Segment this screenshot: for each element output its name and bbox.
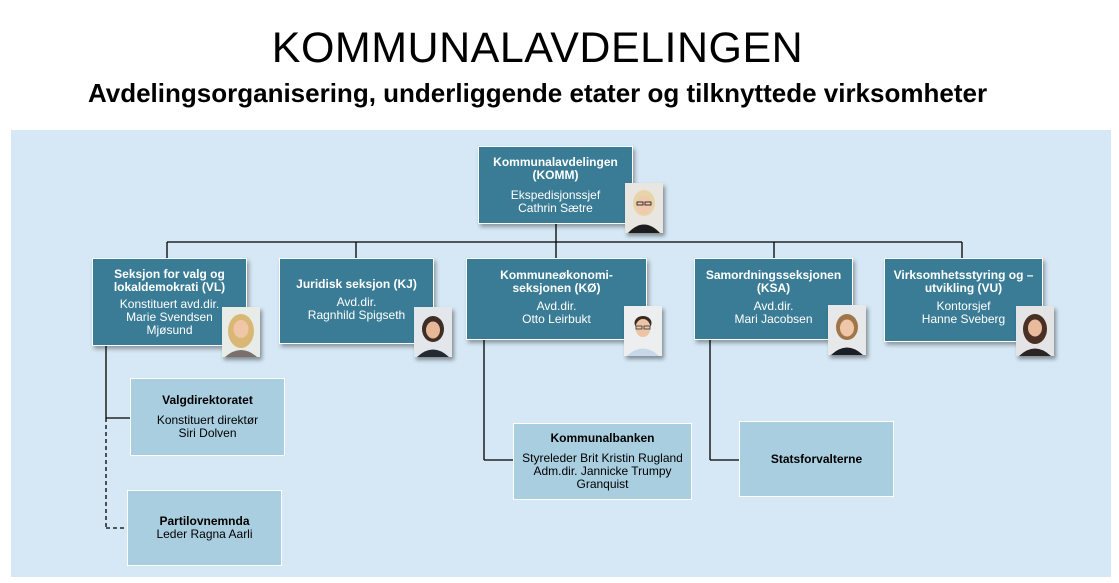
org-box-valg-line1: Konstituert direktør (156, 413, 259, 427)
portrait-photo-vl (222, 307, 260, 357)
org-box-vu: Virksomhetsstyring og – utvikling (VU) K… (884, 258, 1043, 342)
org-box-parti-name: Partilovnemnda (159, 514, 250, 528)
org-box-komm: Kommunalavdelingen (KOMM) Ekspedisjonssj… (478, 146, 633, 224)
org-box-vu-person: Hanne Sveberg (921, 312, 1006, 326)
org-box-vl-person1: Marie Svendsen (126, 309, 213, 324)
org-box-kj: Juridisk seksjon (KJ) Avd.dir. Ragnhild … (279, 258, 434, 344)
org-box-vl-name1: Seksjon for valg og (114, 266, 225, 281)
portrait-photo-komm (625, 183, 663, 233)
org-box-vl: Seksjon for valg og lokaldemokrati (VL) … (92, 258, 247, 346)
org-box-vu-name2: utvikling (VU) (924, 281, 1003, 295)
org-box-ko-person: Otto Leirbukt (522, 312, 591, 326)
org-box-ksa: Samordningsseksjonen (KSA) Avd.dir. Mari… (694, 258, 853, 340)
org-box-komm-person: Cathrin Sætre (518, 200, 593, 215)
org-box-valg-name: Valgdirektoratet (162, 393, 253, 407)
org-box-ksa-name1: Samordningsseksjonen (705, 268, 842, 282)
org-box-bank-line3: Granquist (576, 477, 629, 491)
org-box-valgdirektoratet: Valgdirektoratet Konstituert direktør Si… (130, 378, 285, 456)
page-title: KOMMUNALAVDELINGEN (271, 24, 804, 72)
org-box-bank-line1: Styreleder Brit Kristin Rugland (522, 451, 683, 465)
org-box-bank-name: Kommunalbanken (550, 431, 655, 445)
portrait-photo-ko (624, 306, 662, 356)
org-box-valg-line2: Siri Dolven (178, 426, 237, 440)
org-box-vu-role: Kontorsjef (936, 299, 991, 313)
org-box-kj-name: Juridisk seksjon (KJ) (296, 277, 417, 291)
org-box-ko-name1: Kommuneøkonomi- (500, 268, 613, 282)
org-box-parti-line1: Leder Ragna Aarli (156, 527, 253, 541)
org-box-ko: Kommuneøkonomi- seksjonen (KØ) Avd.dir. … (466, 258, 647, 340)
org-box-ko-name2: seksjonen (KØ) (512, 281, 601, 295)
org-box-kommunalbanken: Kommunalbanken Styreleder Brit Kristin R… (513, 423, 692, 500)
org-box-kj-person: Ragnhild Spigseth (307, 308, 406, 322)
org-box-vl-role: Konstituert avd.dir. (119, 296, 220, 311)
org-box-ko-role: Avd.dir. (536, 299, 577, 313)
org-box-stats-name: Statsforvalterne (770, 451, 863, 466)
org-box-komm-name2: (KOMM) (532, 167, 579, 182)
portrait-photo-kj (414, 307, 452, 357)
org-box-statsforvalterne: Statsforvalterne (739, 421, 894, 497)
org-box-ksa-name2: (KSA) (756, 281, 791, 295)
org-box-bank-line2: Adm.dir. Jannicke Trumpy (533, 464, 672, 478)
org-box-komm-role: Ekspedisjonssjef (510, 187, 601, 202)
org-box-vu-name1: Virksomhetsstyring og – (893, 268, 1034, 282)
org-box-ksa-role: Avd.dir. (753, 299, 794, 313)
org-box-kj-role: Avd.dir. (336, 295, 377, 309)
org-box-partilovnemnda: Partilovnemnda Leder Ragna Aarli (127, 490, 282, 566)
portrait-photo-ksa (828, 305, 866, 355)
org-box-vl-name2: lokaldemokrati (VL) (113, 279, 226, 294)
portrait-photo-vu (1016, 306, 1054, 356)
org-box-komm-name1: Kommunalavdelingen (493, 154, 618, 169)
org-box-vl-person2: Mjøsund (146, 322, 193, 337)
org-box-ksa-person: Mari Jacobsen (734, 312, 813, 326)
page-subtitle: Avdelingsorganisering, underliggende eta… (87, 78, 988, 108)
